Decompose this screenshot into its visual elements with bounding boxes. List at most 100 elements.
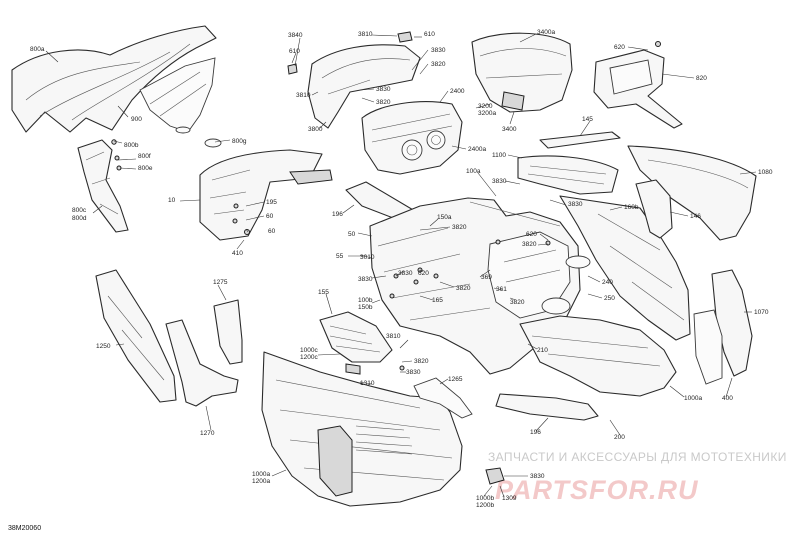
label-200: 200 (614, 434, 625, 441)
label-1000c: 1000c (300, 347, 318, 354)
label-3400a: 3400a (537, 29, 555, 36)
label-3810b: 3810 (296, 92, 311, 99)
label-3820d: 3820 (522, 241, 537, 248)
headlight-housing-10 (199, 149, 333, 241)
headlight-2400 (361, 101, 463, 175)
label-1265: 1265 (448, 376, 463, 383)
label-1250: 1250 (96, 343, 111, 350)
diagram-code: 38M20060 (8, 525, 41, 532)
label-195: 195 (266, 199, 277, 206)
label-196a: 196 (332, 211, 343, 218)
side-fairing-1080 (627, 145, 757, 241)
label-1275: 1275 (213, 279, 228, 286)
label-369: 369 (481, 274, 492, 281)
label-3820c: 3820 (452, 224, 467, 231)
label-3820a: 3820 (431, 61, 446, 68)
right-panel-1070 (693, 269, 753, 385)
front-fender-800a (11, 25, 222, 148)
label-1000b: 1000b (476, 495, 494, 502)
label-620c: 620 (418, 270, 429, 277)
label-3830d: 3830 (568, 201, 583, 208)
footrest-1270 (165, 319, 239, 407)
label-3820f: 3820 (510, 299, 525, 306)
label-1200c: 1200c (300, 354, 318, 361)
label-620a: 620 (614, 44, 625, 51)
label-2400a: 2400a (468, 146, 486, 153)
label-3810c: 3810 (386, 333, 401, 340)
watermark-logo: PARTSFOR.RU (495, 475, 699, 505)
label-820: 820 (696, 75, 707, 82)
label-610a: 610 (289, 48, 300, 55)
label-3830e: 3830 (358, 276, 373, 283)
watermark-tagline: ЗАПЧАСТИ И АКСЕССУАРЫ ДЛЯ МОТОТЕХНИКИ (488, 450, 787, 464)
label-3820g: 3820 (414, 358, 429, 365)
label-1080: 1080 (758, 169, 773, 176)
label-3400: 3400 (502, 126, 517, 133)
label-210: 210 (537, 347, 548, 354)
label-800b: 800b (124, 142, 139, 149)
label-3830g: 3830 (406, 369, 421, 376)
label-50: 50 (348, 231, 356, 238)
label-160b: 160b (624, 204, 639, 211)
label-800d: 800d (72, 215, 87, 222)
label-1100: 1100 (492, 152, 506, 159)
label-1070: 1070 (754, 309, 769, 316)
label-165: 165 (432, 297, 443, 304)
label-800f: 800f (138, 153, 151, 160)
label-55: 55 (336, 253, 344, 260)
label-2400: 2400 (450, 88, 465, 95)
label-250: 250 (604, 295, 615, 302)
leader-lines (45, 33, 757, 498)
label-900: 900 (131, 116, 142, 123)
label-1200b: 1200b (476, 502, 494, 509)
label-150b: 150b (358, 304, 373, 311)
label-361: 361 (496, 286, 507, 293)
intake-155 (319, 311, 393, 375)
label-3830b: 3830 (376, 86, 391, 93)
label-3800: 3800 (308, 126, 323, 133)
label-3840: 3840 (288, 32, 303, 39)
part-labels: 800a 900 800b 800f 800e 800g 800c 800d 3… (30, 29, 773, 509)
label-410: 410 (232, 250, 243, 257)
label-155: 155 (318, 289, 329, 296)
label-3820e: 3820 (456, 285, 471, 292)
label-800a: 800a (30, 46, 45, 53)
label-3810a: 3810 (358, 31, 373, 38)
label-10: 10 (168, 197, 176, 204)
storage-tray-3400 (471, 32, 573, 113)
label-610b: 610 (424, 31, 435, 38)
left-fairing-1000a (261, 351, 505, 507)
left-lower-1250 (95, 269, 177, 403)
label-800g: 800g (232, 138, 247, 145)
label-150a: 150a (437, 214, 452, 221)
mirror-housing-820 (593, 41, 683, 129)
label-1270: 1270 (200, 430, 215, 437)
label-620b: 620 (526, 231, 537, 238)
label-240: 240 (602, 279, 613, 286)
right-fairing-1000a (519, 315, 677, 397)
side-panel-800c (77, 139, 129, 233)
dash-panel-1100 (517, 155, 691, 341)
label-100b: 100b (358, 297, 373, 304)
upper-cowl-3800 (287, 31, 421, 129)
trim-bar-145 (539, 131, 621, 149)
label-1000a-lower: 1000a (252, 471, 270, 478)
label-3820b: 3820 (376, 99, 391, 106)
strip-196-lower (495, 393, 599, 421)
label-3830c: 3830 (492, 178, 507, 185)
label-60b: 60 (268, 228, 276, 235)
label-145: 145 (582, 116, 593, 123)
label-3200: 3200 (478, 103, 493, 110)
label-196b: 196 (530, 429, 541, 436)
label-1000a: 1000a (684, 395, 702, 402)
label-1309: 1309 (502, 495, 517, 502)
label-3830h: 3830 (530, 473, 545, 480)
label-1310: 1310 (360, 380, 375, 387)
label-3010: 3010 (360, 254, 375, 261)
label-146: 146 (690, 213, 701, 220)
label-800e: 800e (138, 165, 153, 172)
label-100a: 100a (466, 168, 481, 175)
label-60a: 60 (266, 213, 274, 220)
panel-1275 (213, 299, 243, 365)
label-3830f: 3830 (398, 270, 413, 277)
